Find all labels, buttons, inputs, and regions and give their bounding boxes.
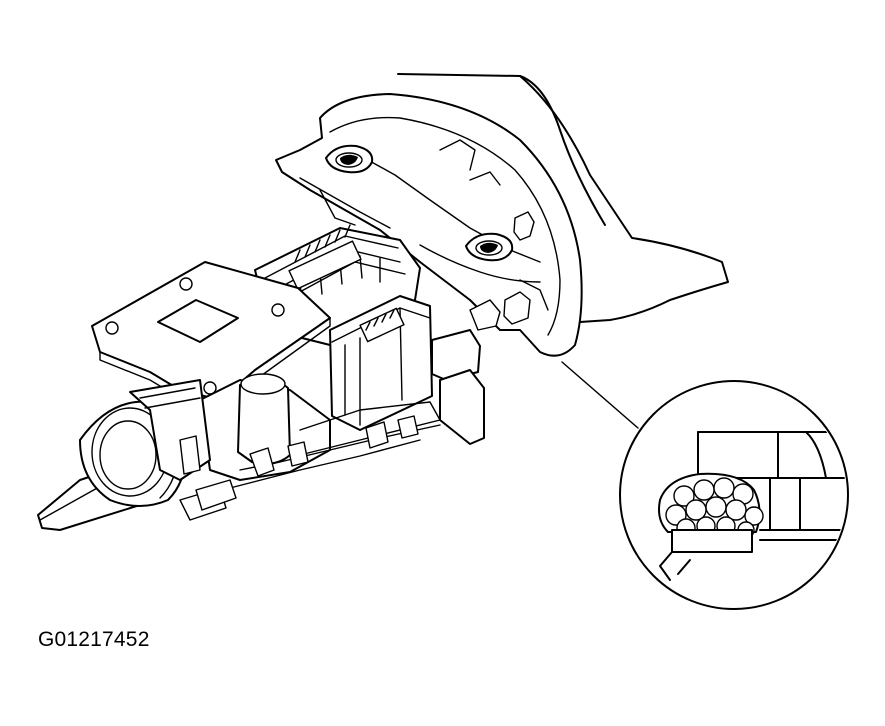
mount-bushing-left [325,144,374,174]
vehicle-body-outline [397,73,729,323]
wire-bundle [665,477,764,539]
figure-id-label: G01217452 [38,628,150,651]
detail-leader-line [561,361,639,429]
output-shaft [37,379,237,531]
lower-housing [199,373,441,489]
mount-bushing-right [465,232,514,262]
side-bracket [439,369,485,445]
connector-detail-inset [619,380,849,610]
control-module [329,295,481,431]
harness-connectors [439,139,549,331]
